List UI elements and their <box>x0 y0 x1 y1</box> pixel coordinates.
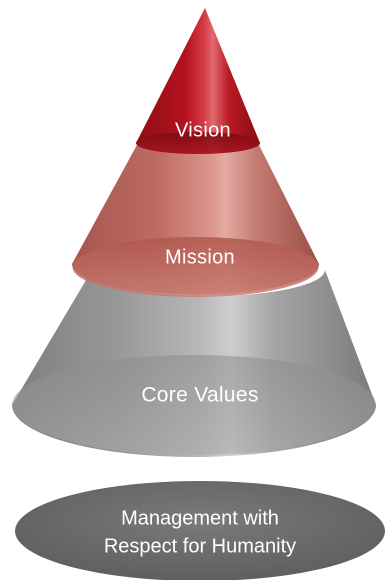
vision-label: Vision <box>175 119 231 141</box>
foundation-label-line1: Management with <box>121 507 279 529</box>
foundation-label-line2: Respect for Humanity <box>104 535 296 557</box>
vision-ring-ellipse <box>136 132 260 154</box>
vision-section <box>136 8 260 154</box>
foundation-ellipse <box>15 481 385 580</box>
mission-label: Mission <box>165 246 235 268</box>
core-values-base-ellipse <box>12 355 376 455</box>
mission-ring-ellipse <box>72 237 319 297</box>
core-values-label: Core Values <box>141 384 258 407</box>
